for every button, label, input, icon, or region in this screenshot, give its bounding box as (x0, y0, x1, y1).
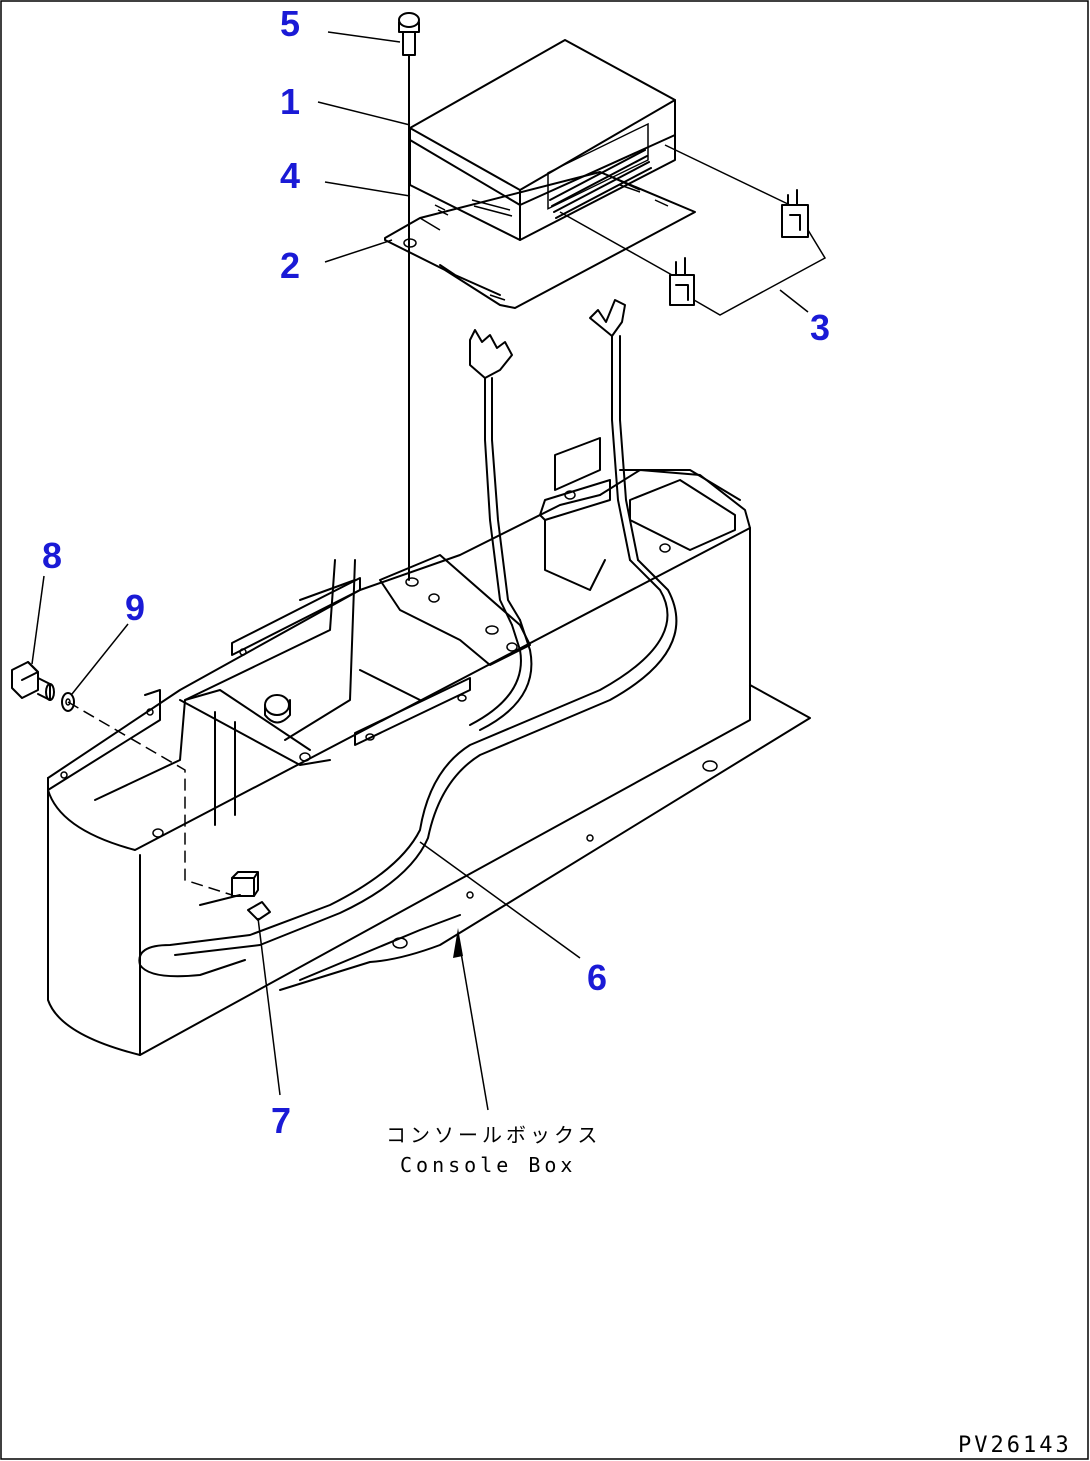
assembly-dashed-line (67, 701, 233, 896)
callout-1: 1 (280, 81, 300, 122)
caption-english: Console Box (400, 1153, 576, 1177)
console-box (47, 437, 811, 1056)
caption-japanese: コンソールボックス (386, 1123, 601, 1147)
part-2-plate (384, 171, 696, 309)
part-5-screw (398, 12, 420, 581)
leader-lines (31, 31, 809, 1111)
part-8-bolt (11, 661, 55, 701)
callout-3: 3 (810, 307, 830, 348)
callout-5: 5 (280, 3, 300, 44)
callout-6: 6 (587, 957, 607, 998)
callout-9: 9 (125, 587, 145, 628)
part-9-washer (61, 692, 75, 712)
part-7-clamp (199, 871, 271, 921)
callout-7: 7 (271, 1100, 291, 1141)
harness-plugs (469, 299, 639, 626)
drawing-code: PV26143 (958, 1433, 1072, 1458)
callout-2: 2 (280, 245, 300, 286)
part-3-connectors (559, 144, 827, 316)
part-6-harness (138, 559, 678, 978)
callout-4: 4 (280, 155, 300, 196)
callout-8: 8 (42, 535, 62, 576)
